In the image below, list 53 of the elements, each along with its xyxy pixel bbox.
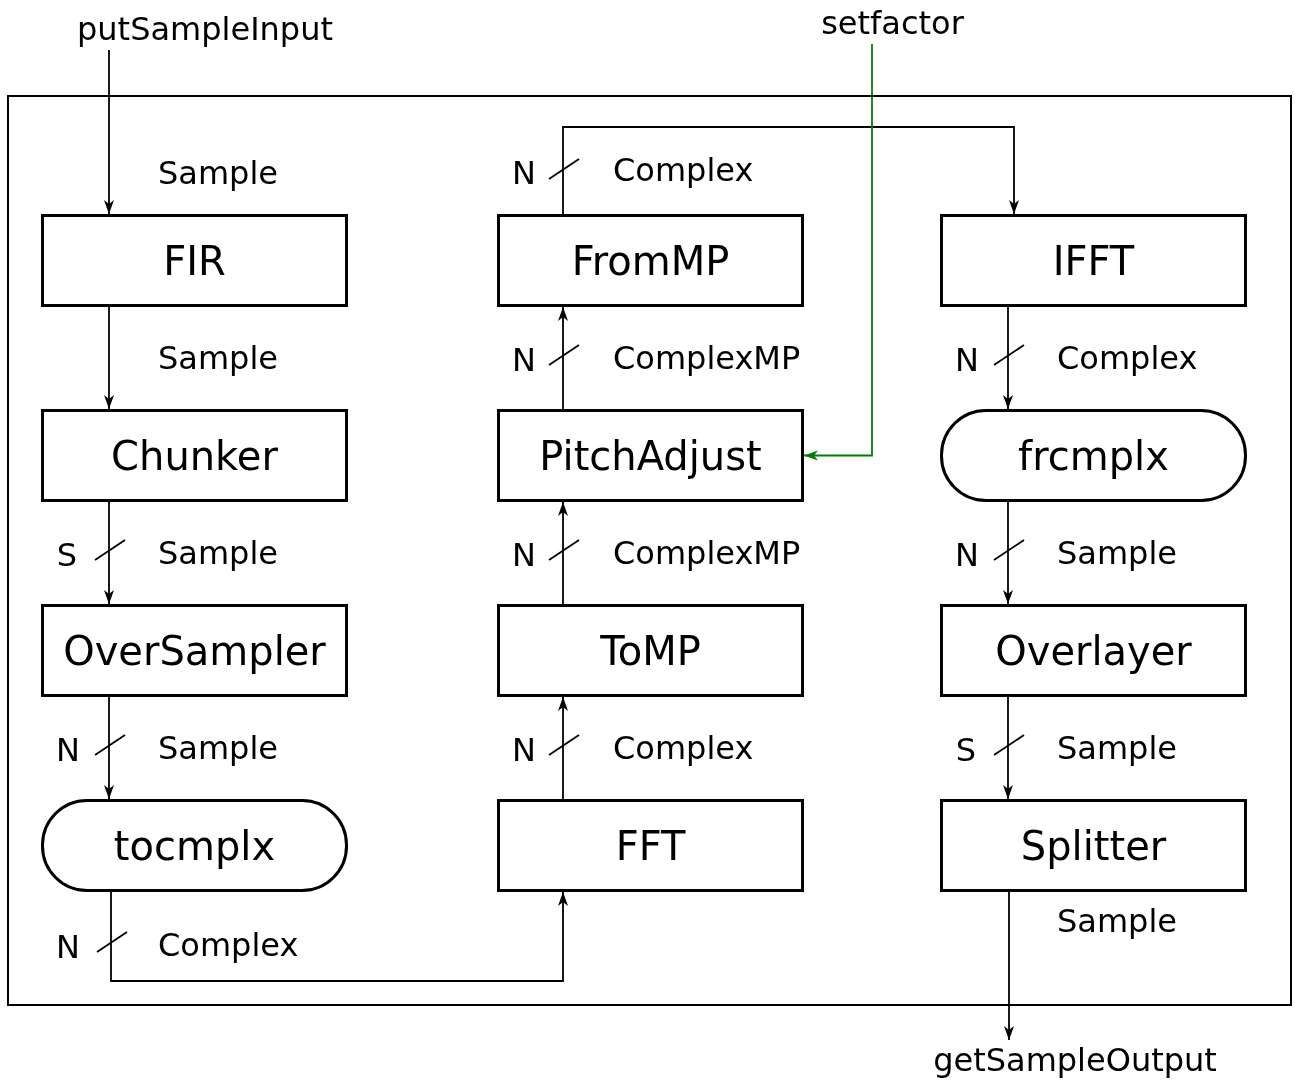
- edge-label: Sample: [158, 342, 278, 374]
- port-label: getSampleOutput: [915, 1040, 1235, 1080]
- bus-width-label: N: [512, 157, 536, 189]
- arrow: [104, 696, 114, 800]
- process-box: ToMP: [497, 604, 804, 697]
- edge-label: Sample: [158, 732, 278, 764]
- edge-label: Sample: [1057, 905, 1177, 937]
- process-box: OverSampler: [41, 604, 348, 697]
- edge-label: Complex: [1057, 342, 1198, 374]
- arrow: [803, 43, 873, 461]
- edge-label: Sample: [158, 157, 278, 189]
- arrow: [558, 501, 568, 605]
- process-box: FromMP: [497, 214, 804, 307]
- arrow: [104, 306, 114, 410]
- arrow: [1003, 306, 1013, 410]
- bus-width-label: N: [955, 344, 979, 376]
- edge-label: Complex: [613, 154, 754, 186]
- arrow: [558, 306, 568, 410]
- edge-label: Complex: [158, 929, 299, 961]
- process-box: Splitter: [940, 799, 1247, 892]
- process-box: FIR: [41, 214, 348, 307]
- bus-width-label: N: [512, 734, 536, 766]
- edge-label: Sample: [158, 537, 278, 569]
- arrow: [104, 501, 114, 605]
- bus-width-label: S: [955, 734, 977, 766]
- bus-width-label: S: [56, 539, 78, 571]
- process-box: PitchAdjust: [497, 409, 804, 502]
- rounded-process-box: tocmplx: [41, 799, 348, 892]
- arrow: [104, 49, 114, 215]
- process-box: FFT: [497, 799, 804, 892]
- edge-label: Complex: [613, 732, 754, 764]
- arrow: [1003, 696, 1013, 800]
- bus-width-label: N: [512, 539, 536, 571]
- edge-label: ComplexMP: [613, 537, 801, 569]
- system-boundary-box: [7, 95, 1292, 1006]
- bus-width-label: N: [56, 931, 80, 963]
- arrow: [1003, 501, 1013, 605]
- bus-width-label: N: [56, 734, 80, 766]
- edge-label: Sample: [1057, 732, 1177, 764]
- rounded-process-box: frcmplx: [940, 409, 1247, 502]
- port-label: setfactor: [805, 2, 980, 44]
- bus-width-label: N: [955, 539, 979, 571]
- arrow: [558, 696, 568, 800]
- edge-label: Sample: [1057, 537, 1177, 569]
- bus-width-label: N: [512, 344, 536, 376]
- arrow: [1004, 891, 1014, 1041]
- process-box: IFFT: [940, 214, 1247, 307]
- edge-label: ComplexMP: [613, 342, 801, 374]
- process-box: Overlayer: [940, 604, 1247, 697]
- process-box: Chunker: [41, 409, 348, 502]
- port-label: putSampleInput: [60, 8, 350, 50]
- arrow: [562, 126, 1019, 215]
- arrow: [110, 891, 568, 982]
